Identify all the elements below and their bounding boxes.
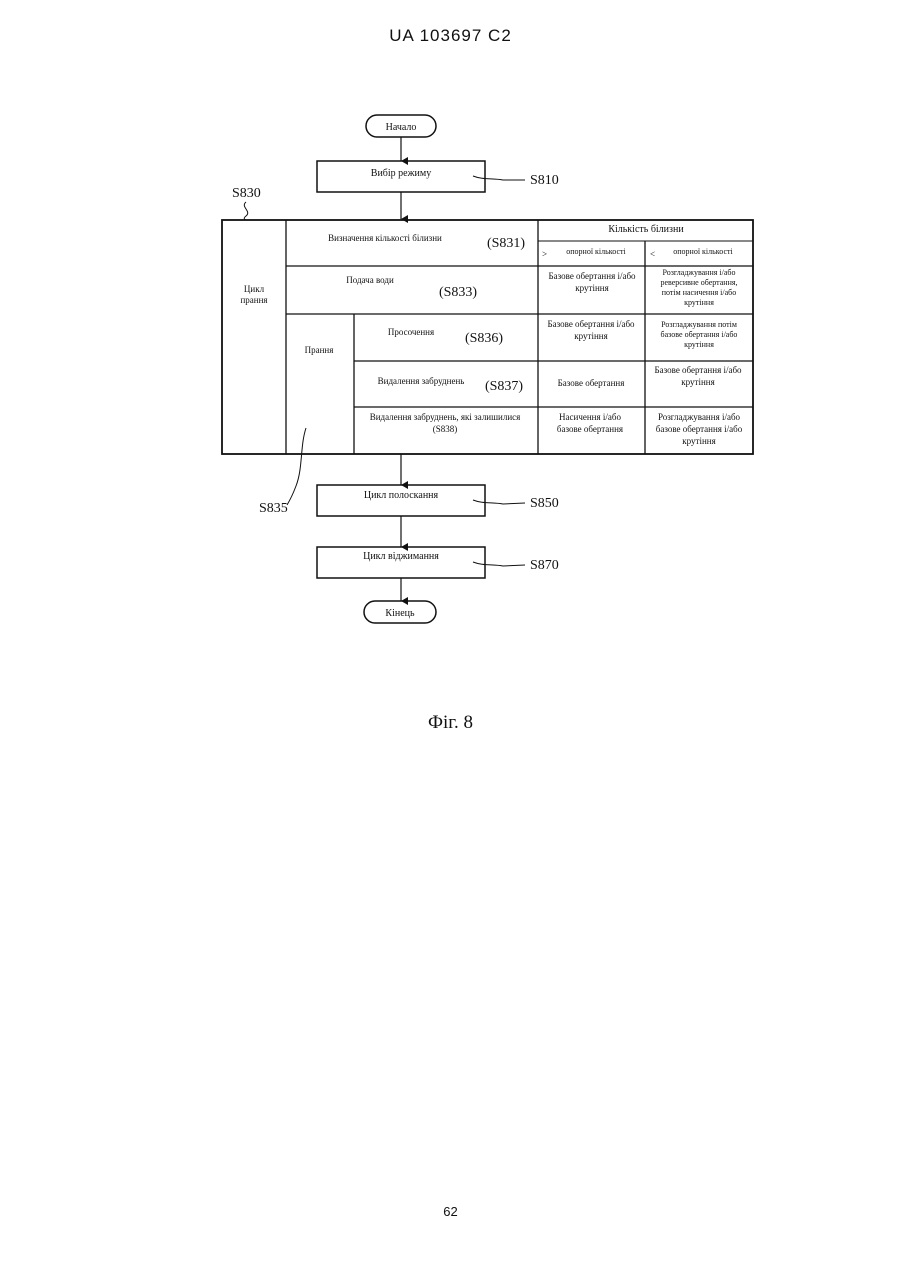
ref-s810: S810 (530, 173, 559, 188)
row-soak-less-3: крутіння (684, 340, 714, 349)
row-soak-less-1: Розгладжування потім (661, 320, 737, 329)
svg-text:Кінець: Кінець (385, 608, 415, 619)
row-remaining-less-2: базове обертання і/або (656, 424, 743, 434)
row-remaining-less-1: Розгладжування і/або (658, 412, 741, 422)
more-than-label: опорної кількості (566, 247, 626, 256)
page-number: 62 (0, 1204, 901, 1219)
row-determine-code: (S831) (487, 236, 525, 251)
less-than-sign: < (650, 249, 655, 259)
row-water-less-4: крутіння (684, 298, 714, 307)
row-soak-more-2: крутіння (574, 331, 607, 341)
wash-cycle-label-1: Цикл (244, 284, 265, 294)
row-soak-code: (S836) (465, 331, 503, 346)
figure-caption: Фіг. 8 (0, 712, 901, 734)
row-remaining-more-1: Насичення і/або (559, 412, 621, 422)
row-remaining-code: (S838) (433, 424, 458, 434)
row-water-label: Подача води (346, 275, 394, 285)
ref-s835: S835 (259, 501, 288, 516)
ref-s830: S830 (232, 186, 261, 201)
row-soak-label: Просочення (388, 327, 434, 337)
row-water-more-2: крутіння (575, 283, 608, 293)
less-than-label: опорної кількості (673, 247, 733, 256)
row-stain-less-2: крутіння (681, 377, 714, 387)
start-terminal: Начало (366, 115, 436, 137)
flowchart-diagram: Начало Вибір режиму S810 S830 Цикл пранн… (0, 0, 901, 700)
load-amount-header: Кількість білизни (608, 224, 684, 235)
svg-text:Цикл полоскання: Цикл полоскання (364, 490, 439, 501)
row-stain-less-1: Базове обертання і/або (654, 365, 742, 375)
more-than-sign: > (542, 249, 547, 259)
row-stain-label: Видалення забруднень (378, 376, 465, 386)
row-soak-less-2: базове обертання і/або (661, 330, 738, 339)
svg-text:Начало: Начало (386, 122, 417, 133)
row-remaining-less-3: крутіння (682, 436, 715, 446)
row-soak-more-1: Базове обертання і/або (547, 319, 635, 329)
wash-cycle-label-2: прання (240, 295, 267, 305)
row-stain-code: (S837) (485, 379, 523, 394)
rinse-cycle-step: Цикл полоскання (317, 485, 485, 516)
row-water-less-1: Розгладжування і/або (663, 268, 736, 277)
row-water-code: (S833) (439, 285, 477, 300)
row-water-less-3: потім насичення і/або (662, 288, 737, 297)
row-determine-label: Визначення кількості білизни (328, 233, 442, 243)
ref-s870: S870 (530, 558, 559, 573)
svg-text:Вибір режиму: Вибір режиму (371, 168, 431, 179)
row-remaining-more-2: базове обертання (557, 424, 623, 434)
row-remaining-label: Видалення забруднень, які залишилися (370, 412, 521, 422)
svg-text:Цикл віджимання: Цикл віджимання (363, 551, 439, 562)
ref-s850: S850 (530, 496, 559, 511)
row-stain-more-1: Базове обертання (558, 378, 625, 388)
washing-label: Прання (305, 345, 334, 355)
mode-select-step: Вибір режиму (317, 161, 485, 192)
spin-cycle-step: Цикл віджимання (317, 547, 485, 578)
row-water-less-2: реверсивне обертання, (660, 278, 737, 287)
end-terminal: Кінець (364, 601, 436, 623)
row-water-more-1: Базове обертання і/або (548, 271, 636, 281)
